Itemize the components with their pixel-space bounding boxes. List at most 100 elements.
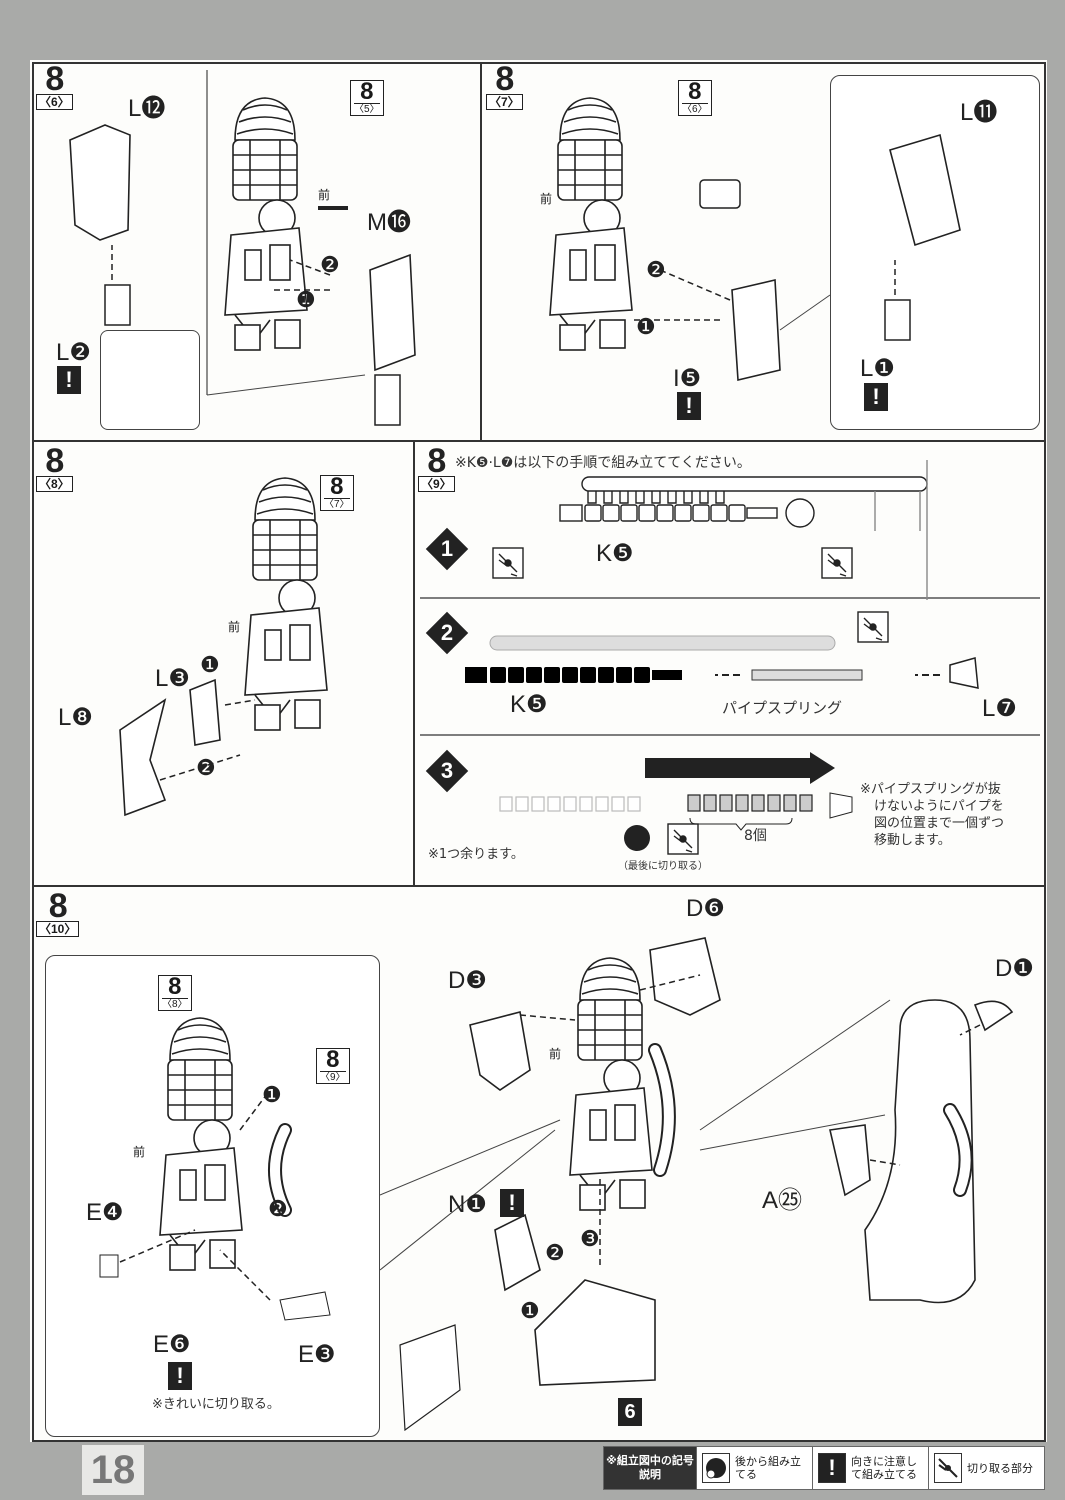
part-label-n1: N❶ (448, 1191, 487, 1218)
ref-sub: 〈8〉 (162, 998, 188, 1010)
ref-number: 8 (688, 78, 702, 105)
step-number-8-9: 8〈9〉 (418, 444, 455, 492)
nipper-icon (934, 1453, 962, 1483)
part-label-i5: I❺ (673, 365, 702, 392)
move-note-line: ※パイプスプリングが抜 (860, 782, 1001, 797)
substep-number: 2 (440, 620, 454, 645)
part-label-e4: E❹ (86, 1199, 124, 1226)
part-n1 (494, 1213, 541, 1292)
substep-3-marker: 3 (425, 749, 469, 793)
part-label-l7: L❼ (982, 695, 1017, 722)
part-label-l2: L❷ (56, 339, 91, 366)
part-label-l8: L❽ (58, 704, 93, 731)
step-number: 8 (48, 887, 68, 925)
front-label: 前 (228, 620, 241, 634)
ref-number: 8 (168, 973, 182, 1000)
move-note-line: 図の位置まで一個ずつ (874, 816, 1005, 831)
arrow-step-2: ❷ (268, 1196, 288, 1221)
base-part-6 (534, 1279, 656, 1386)
orientation-warning-icon: ! (168, 1362, 192, 1390)
part-label-d1: D❶ (995, 955, 1034, 982)
robot-torso-p8 (244, 477, 328, 731)
move-note: ※パイプスプリングが抜 けないようにパイプを 図の位置まで一個ずつ 移動します。 (860, 781, 1004, 849)
legend-item-assemble-later: 後から組み立てる (696, 1447, 812, 1489)
ref-number: 8 (360, 78, 374, 105)
part-label-e3: E❸ (298, 1341, 336, 1368)
part-d6 (649, 937, 721, 1016)
step-number-8-7: 8〈7〉 (486, 62, 523, 110)
part-l3 (189, 678, 221, 746)
ref-step-8-5: 8〈5〉 (350, 80, 384, 116)
ref-step-8-8: 8〈8〉 (158, 975, 192, 1011)
part-l11 (889, 133, 961, 247)
pipe-spring (751, 669, 863, 681)
legend-label: 向きに注意して組み立てる (851, 1455, 917, 1481)
robot-torso-p10-left (159, 1017, 243, 1271)
runner-k5 (559, 460, 928, 600)
arrow-step-1: ❶ (200, 652, 220, 677)
ref-sub: 〈7〉 (324, 498, 350, 510)
arrow-step-2: ❷ (196, 755, 216, 780)
assemble-later-icon (702, 1453, 730, 1483)
substep-1-marker: 1 (425, 527, 469, 571)
arrow-step-1: ❶ (636, 314, 656, 339)
part-l1 (884, 299, 911, 341)
part-label-d3: D❸ (448, 967, 487, 994)
part-label-e6: E❻ (153, 1331, 191, 1358)
ref-sub: 〈5〉 (354, 103, 380, 115)
step-sub: 〈6〉 (36, 94, 73, 110)
direction-arrow (645, 752, 835, 784)
step-number-8-6: 8〈6〉 (36, 60, 73, 110)
ref-step-8-9: 8〈9〉 (316, 1048, 350, 1084)
substep-number: 1 (440, 536, 454, 561)
step-sub: 〈7〉 (486, 94, 523, 110)
legend-header: ※組立図中の記号説明 (604, 1447, 696, 1489)
orientation-warning-icon: ! (500, 1189, 524, 1217)
remain-note: ※1つ余ります。 (428, 847, 524, 862)
part-label-k5: K❺ (510, 691, 548, 718)
step-sub: 〈9〉 (418, 476, 455, 492)
legend-item-orientation: !向きに注意して組み立てる (812, 1447, 928, 1489)
orientation-warning-icon: ! (57, 366, 81, 394)
front-label: 前 (549, 1047, 562, 1061)
part-d3 (469, 1011, 531, 1091)
part-panel-p7 (731, 279, 781, 381)
ref-sub: 〈6〉 (682, 103, 708, 115)
ref-number: 8 (330, 473, 344, 500)
part-label-d6: D❻ (686, 895, 725, 922)
step-number: 8 (45, 60, 64, 98)
ref-step-8-7: 8〈7〉 (320, 475, 354, 511)
arrow-step-2: ❷ (545, 1240, 565, 1265)
front-label: 前 (133, 1145, 146, 1159)
page-number: 18 (82, 1445, 144, 1495)
robot-torso-p7 (549, 97, 633, 351)
legend-label: 後から組み立てる (735, 1455, 801, 1481)
ref-sub: 〈9〉 (320, 1071, 346, 1083)
move-note-line: けないようにパイプを (874, 799, 1004, 814)
arrow-step-3: ❸ (580, 1226, 600, 1251)
step-number-8-10: 8〈10〉 (36, 887, 80, 937)
last-cut-note: （最後に切り取る） (618, 861, 708, 872)
substep-number: 3 (440, 758, 454, 783)
arrow-step-1: ❶ (520, 1298, 540, 1323)
substep-2-marker: 2 (425, 611, 469, 655)
part-label-a25: A㉕ (762, 1187, 803, 1214)
move-note-line: 移動します。 (874, 833, 951, 848)
part-label-l3: L❸ (155, 665, 190, 692)
part-label-l12: L⓬ (128, 95, 166, 122)
part-label-l11: L⓫ (960, 99, 998, 126)
arrow-step-2: ❷ (646, 257, 666, 282)
clean-cut-note: ※きれいに切り取る。 (152, 1397, 280, 1412)
robot-torso-p10-middle (569, 957, 653, 1211)
part-label-k5: K❺ (596, 540, 634, 567)
detail-box-right-p7 (830, 75, 1040, 430)
arrow-step-1: ❶ (262, 1082, 282, 1107)
ref-number: 8 (326, 1046, 340, 1073)
part-label-m16: M⓰ (367, 209, 411, 236)
part-l2 (104, 284, 131, 326)
orientation-warning-icon: ! (864, 383, 888, 411)
warning-icon: ! (818, 1453, 846, 1483)
robot-torso-p6 (224, 97, 308, 351)
robot-torso-p10-right (864, 999, 976, 1304)
